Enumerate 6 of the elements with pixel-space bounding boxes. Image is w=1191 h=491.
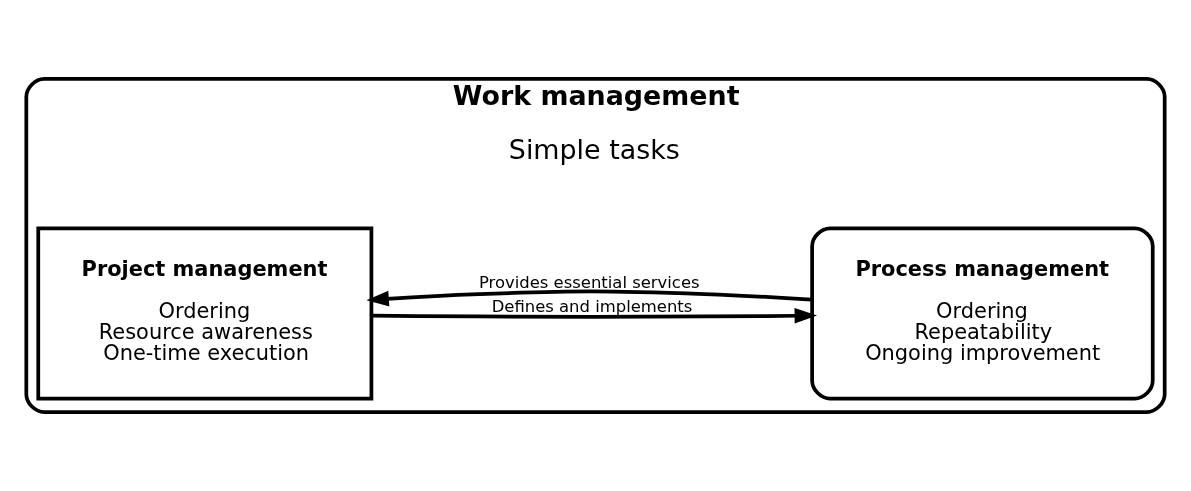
edge-label: Defines and implements: [491, 296, 693, 316]
arrow: [366, 289, 812, 307]
arrow: [372, 307, 818, 324]
node-box: Process management Ordering Repeatability Ongoing improvement: [810, 226, 1155, 401]
edge-label: Provides essential services: [478, 272, 700, 292]
node-box: Project management Ordering Resource awareness One-time execution: [36, 226, 374, 401]
